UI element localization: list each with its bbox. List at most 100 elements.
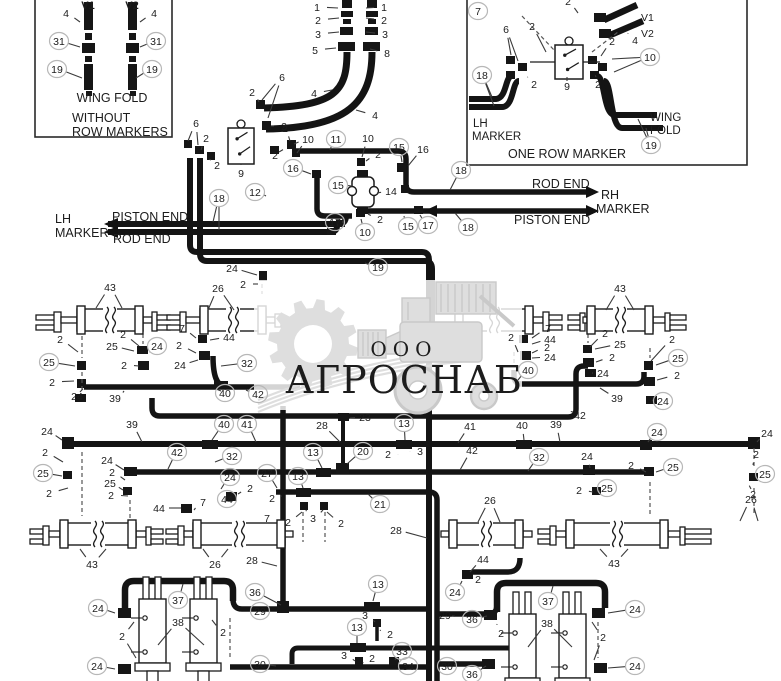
watermark-harvester-icon: [357, 281, 516, 415]
callout-balloon: [236, 353, 258, 373]
callout-leader: [139, 43, 147, 48]
callout-number: 19: [372, 262, 384, 274]
callout-number: 2: [176, 340, 182, 352]
dashed-line: [591, 31, 619, 53]
callout-leader: [514, 344, 519, 353]
clevis-part: [35, 314, 57, 321]
callout-number: 7: [264, 513, 270, 525]
hose-4-left: [263, 51, 351, 112]
callout-number: 19: [51, 64, 63, 76]
callout-number: 16: [417, 144, 429, 156]
callout-number: 42: [574, 410, 586, 422]
callout-balloon: [325, 129, 347, 149]
fitting: [585, 369, 596, 377]
cylinder-flange: [185, 662, 222, 672]
callout-balloon: [346, 617, 368, 637]
callout-leader: [364, 262, 369, 265]
callout-leader: [329, 146, 332, 151]
callout-number: 24: [91, 661, 103, 673]
callout-number: 14: [385, 186, 397, 198]
callout-leader: [656, 376, 668, 381]
callout-leader: [187, 348, 197, 354]
callout-number: 2: [369, 653, 375, 665]
callout-balloon: [444, 582, 466, 602]
callout-balloon: [167, 590, 189, 610]
callout-leader: [485, 83, 495, 107]
clevis-prong: [524, 591, 532, 616]
diagram-label: WING: [650, 112, 681, 124]
callout-leader: [293, 141, 299, 145]
callout-balloon: [667, 348, 689, 368]
break-squiggle: [487, 520, 493, 548]
callout-number: 24: [101, 455, 113, 467]
callout-number: 2: [377, 214, 383, 226]
callout-balloon: [596, 478, 618, 498]
clevis-part: [150, 528, 164, 535]
inset-without-row-markers: [34, 0, 173, 138]
callout-number: 2: [240, 279, 246, 291]
callout-number: 9: [238, 168, 244, 180]
callout-number: 24: [629, 661, 641, 673]
cylinder-cap: [565, 519, 575, 549]
callout-number: 23: [359, 412, 371, 424]
valve-block: [227, 127, 255, 165]
callout-leader: [365, 6, 375, 9]
callout-leader: [449, 177, 457, 191]
callout-number: 16: [287, 163, 299, 175]
callout-number: 40: [516, 420, 528, 432]
cylinder-rod: [197, 670, 210, 681]
callout-balloon: [354, 222, 376, 242]
fitting: [640, 440, 652, 450]
callout-number: 40: [219, 388, 231, 400]
callout-number: 33: [396, 646, 408, 658]
hose-19-b: [197, 158, 435, 330]
hose-21: [276, 489, 440, 681]
callout-leader: [106, 666, 116, 670]
callout-number: 18: [462, 222, 474, 234]
fitting: [363, 42, 380, 51]
fitting: [506, 71, 515, 79]
fitting: [130, 91, 136, 96]
fitting: [598, 63, 607, 71]
cylinder-cap: [644, 305, 654, 335]
fitting: [583, 345, 592, 353]
break-squiggle: [614, 306, 620, 334]
callout-leader: [58, 487, 69, 492]
clevis-part: [150, 538, 164, 545]
callout-leader: [126, 643, 137, 659]
callout-leader: [196, 131, 199, 146]
fitting: [199, 351, 210, 360]
callout-number: 26: [212, 283, 224, 295]
callout-balloon: [216, 489, 238, 509]
fitting: [312, 170, 321, 178]
callout-leader: [485, 82, 493, 98]
callout-balloon: [450, 160, 472, 180]
clevis-part: [185, 316, 201, 324]
callout-leader: [302, 170, 312, 175]
callout-number: 24: [657, 396, 669, 408]
fitting: [357, 158, 365, 166]
callout-number: 24: [544, 352, 556, 364]
callout-leader: [739, 506, 747, 522]
fitting: [401, 185, 409, 193]
callout-leader: [369, 48, 378, 52]
callout-leader: [264, 194, 267, 197]
fitting: [583, 358, 594, 367]
fitting: [340, 27, 353, 35]
fitting: [644, 361, 653, 370]
clevis-part: [53, 311, 62, 333]
lift-cylinder-body: [138, 598, 167, 664]
callout-number: 2: [544, 342, 550, 354]
cylinder-cap: [586, 305, 596, 335]
fitting: [506, 56, 515, 64]
callout-leader: [107, 609, 116, 614]
callout-leader: [589, 338, 599, 348]
callout-leader: [98, 548, 107, 558]
callout-leader: [68, 42, 81, 48]
callout-number: 2: [272, 150, 278, 162]
callout-leader: [211, 619, 217, 626]
callout-number: 32: [226, 451, 238, 463]
callout-number: 19: [146, 64, 158, 76]
fitting: [123, 487, 132, 495]
